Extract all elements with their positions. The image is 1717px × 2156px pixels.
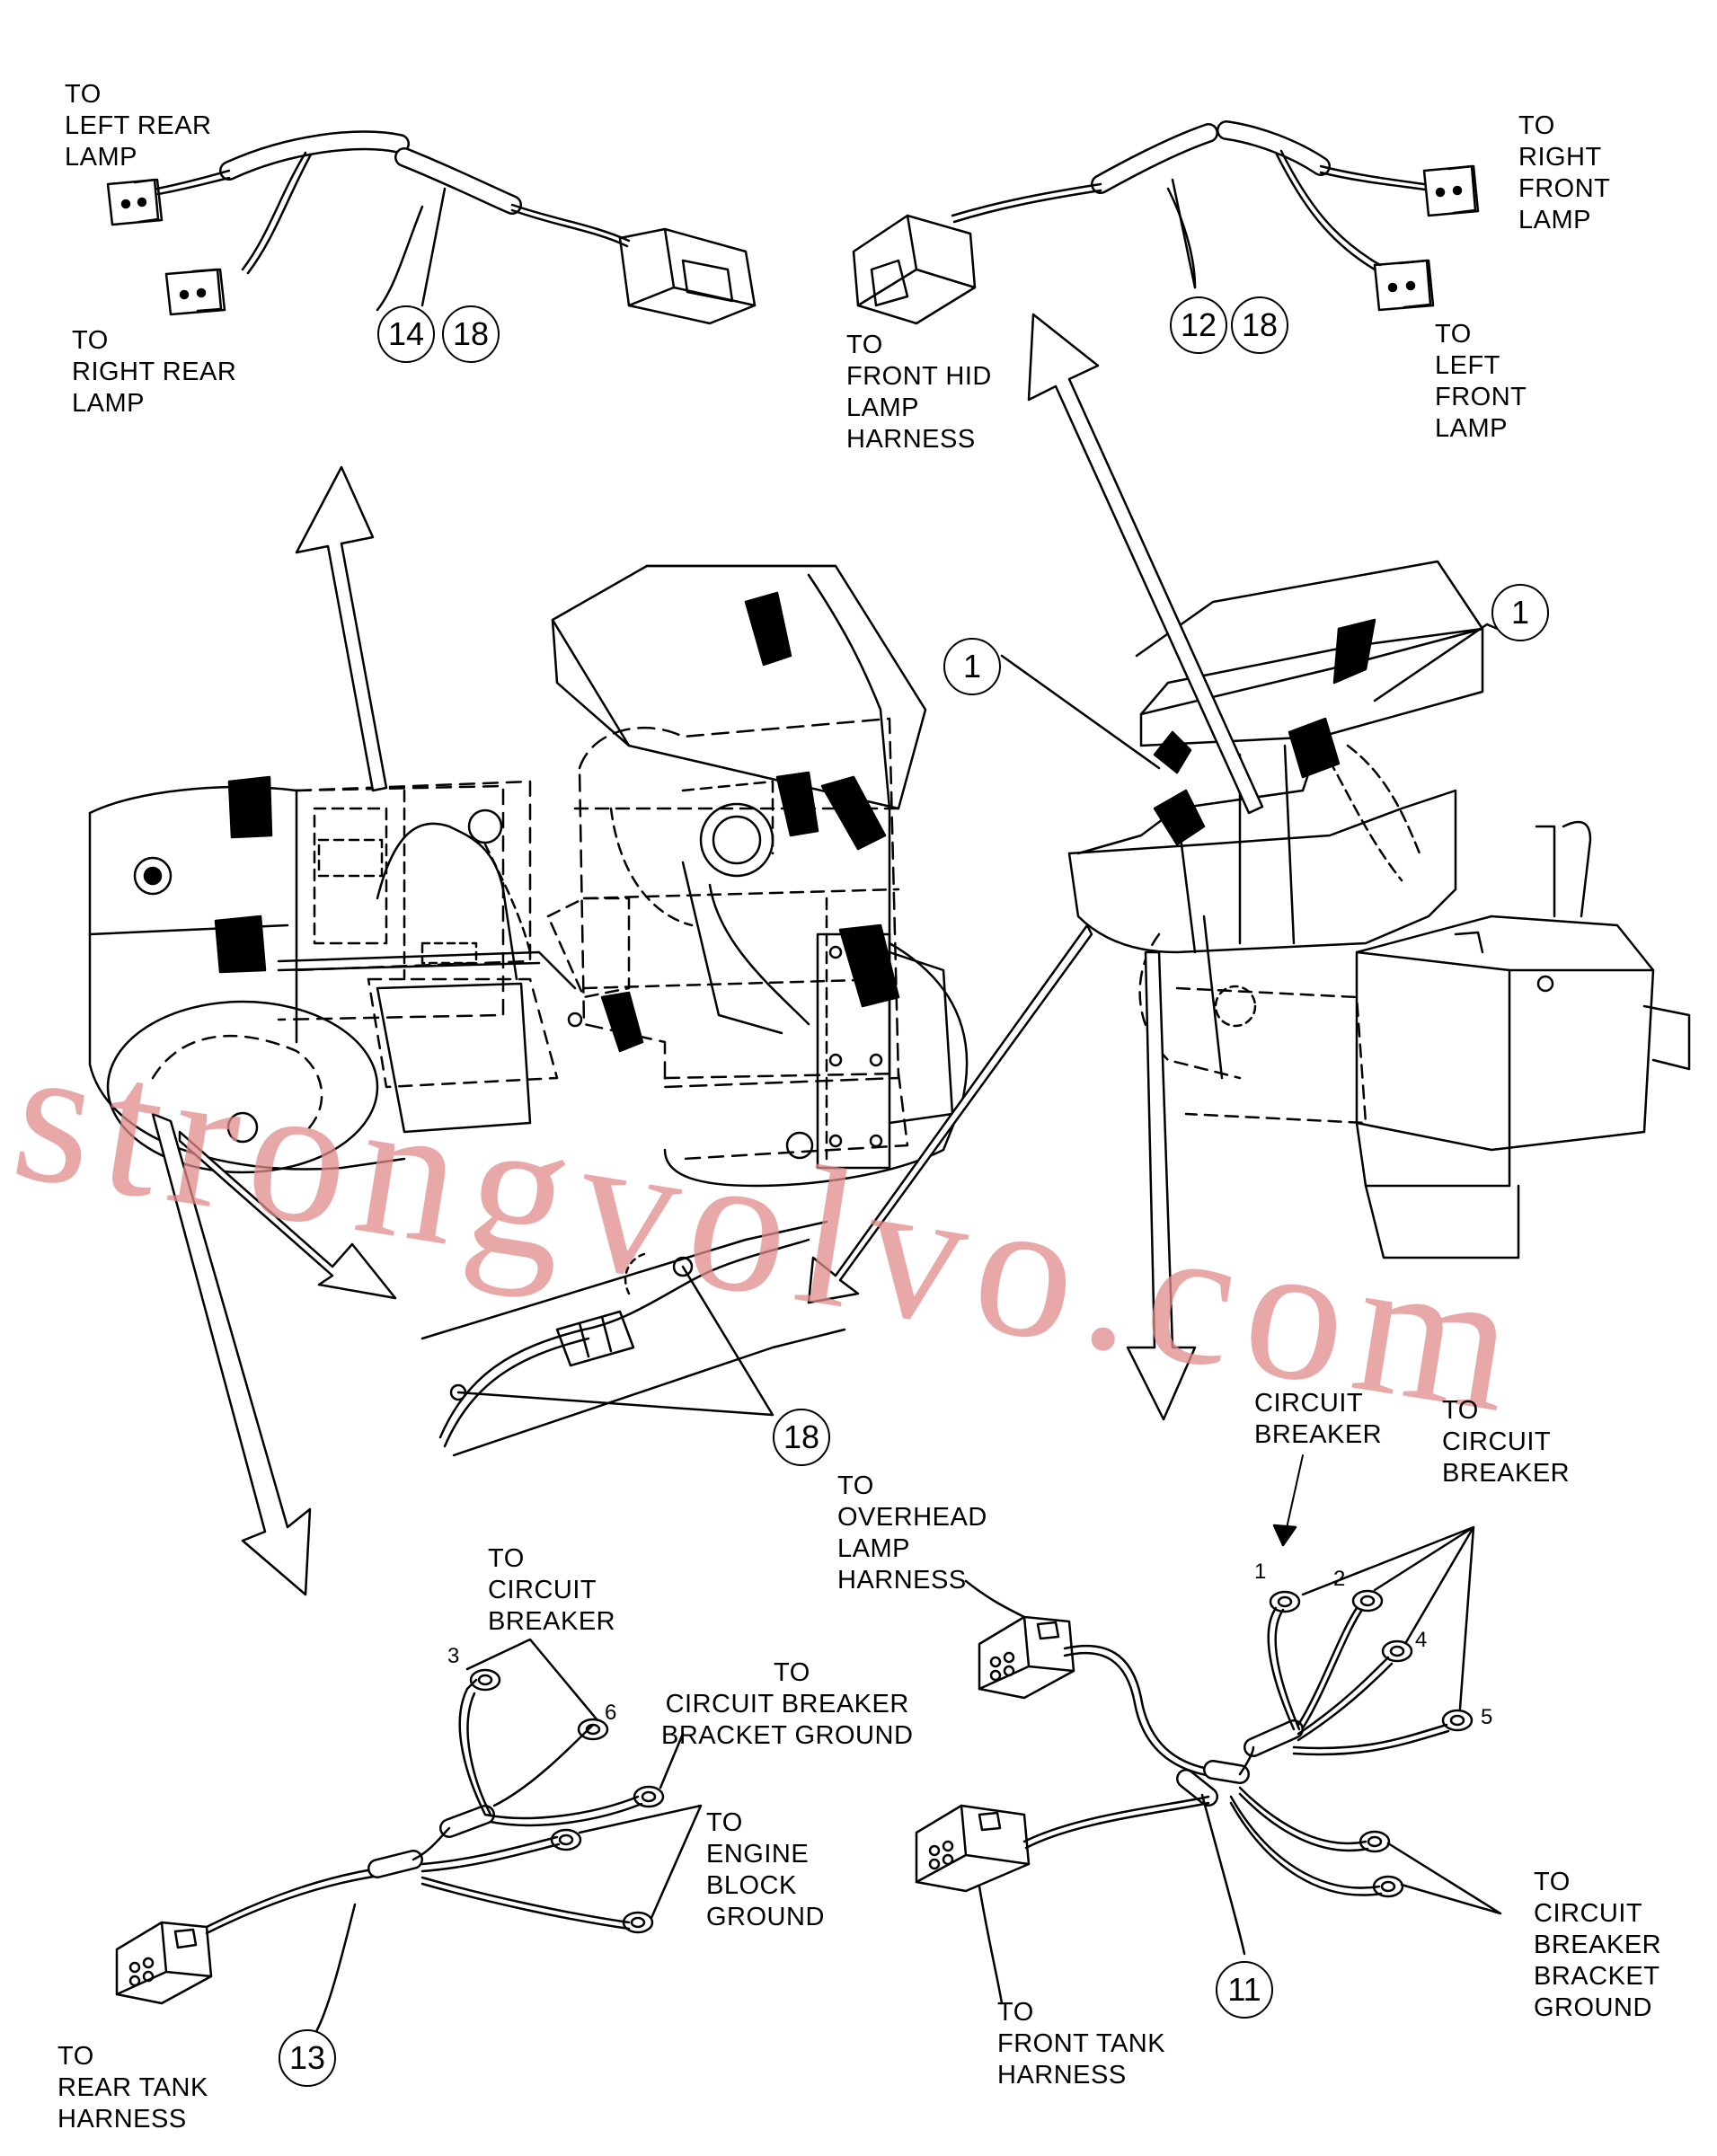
harness-11-front-tank bbox=[915, 1454, 1502, 2005]
callout-18-wire: 18 bbox=[773, 1409, 830, 1466]
callout-18-rear: 18 bbox=[442, 305, 500, 363]
harness-13-rear-tank bbox=[115, 1638, 703, 2037]
pin-4: 4 bbox=[1415, 1628, 1428, 1652]
callout-14: 14 bbox=[377, 305, 435, 363]
machine-right-view bbox=[1067, 560, 1691, 1259]
machine-left-view bbox=[88, 564, 969, 1188]
pin-1: 1 bbox=[1254, 1560, 1267, 1584]
callout-1-left: 1 bbox=[943, 638, 1001, 695]
pin-5: 5 bbox=[1481, 1705, 1493, 1729]
callout-11: 11 bbox=[1216, 1961, 1273, 2019]
harness-12-front-lamps bbox=[852, 120, 1480, 325]
callout-12: 12 bbox=[1170, 296, 1227, 354]
detail-wire-18 bbox=[420, 1220, 846, 1457]
callout-13: 13 bbox=[279, 2029, 336, 2087]
pin-6: 6 bbox=[605, 1701, 617, 1725]
pin-3: 3 bbox=[447, 1644, 460, 1668]
arrows bbox=[151, 313, 1264, 1596]
callout-18-front: 18 bbox=[1231, 296, 1288, 354]
callout-1-right: 1 bbox=[1491, 584, 1549, 641]
harness-14-rear-lamps bbox=[106, 130, 757, 325]
pin-2: 2 bbox=[1333, 1567, 1346, 1591]
